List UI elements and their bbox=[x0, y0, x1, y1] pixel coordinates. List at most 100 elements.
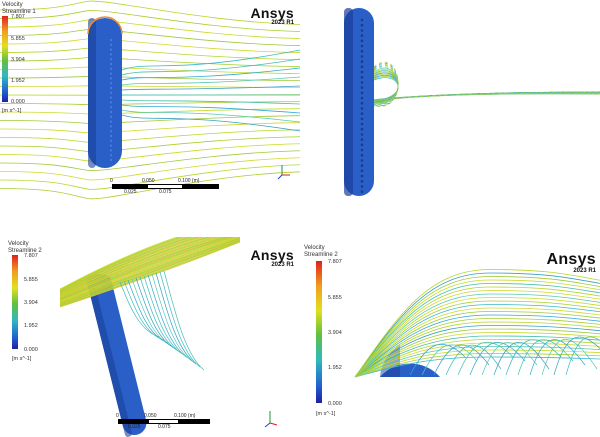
streamline bbox=[354, 283, 600, 378]
streamline bbox=[59, 237, 234, 301]
streamline bbox=[59, 237, 231, 300]
perforation bbox=[109, 115, 113, 118]
perforation bbox=[360, 65, 364, 69]
streamline bbox=[59, 238, 241, 305]
streamline bbox=[368, 69, 600, 104]
streamline bbox=[354, 304, 600, 378]
streamline bbox=[59, 240, 241, 307]
streamline bbox=[0, 0, 300, 25]
streamline bbox=[368, 66, 600, 105]
streamline bbox=[354, 346, 600, 378]
color-bar bbox=[2, 16, 8, 102]
perforation bbox=[109, 43, 113, 46]
streamline bbox=[354, 318, 600, 378]
ansys-logo: Ansys 2023 R1 bbox=[250, 5, 294, 26]
streamline bbox=[481, 342, 538, 376]
streamline bbox=[59, 239, 241, 306]
perforation bbox=[109, 130, 113, 133]
streamline bbox=[354, 349, 600, 378]
streamline bbox=[59, 237, 208, 295]
scale-label: 0.025 bbox=[124, 189, 137, 195]
streamline bbox=[493, 342, 550, 376]
streamline bbox=[0, 38, 300, 53]
streamline bbox=[121, 104, 300, 114]
streamline bbox=[59, 237, 183, 291]
legend-unit: [m s^-1] bbox=[12, 356, 32, 362]
scale-bar: 0 0.050 0.100 (m) 0.025 0.075 bbox=[116, 413, 228, 433]
legend-tick: 3.904 bbox=[24, 300, 38, 306]
streamline bbox=[354, 314, 600, 378]
streamline bbox=[505, 339, 562, 376]
streamline bbox=[354, 321, 600, 378]
cylinder-shade bbox=[344, 8, 353, 196]
perforation bbox=[360, 117, 364, 121]
streamlines bbox=[368, 61, 600, 107]
perforation bbox=[109, 48, 113, 51]
brand-name: Ansys bbox=[250, 5, 294, 21]
perforation bbox=[360, 81, 364, 84]
streamline bbox=[59, 237, 225, 299]
brand-name: Ansys bbox=[546, 251, 596, 268]
streamline bbox=[59, 237, 241, 303]
cylinder-perforations bbox=[109, 38, 113, 162]
cylinder-shade bbox=[88, 18, 96, 168]
streamline bbox=[0, 143, 300, 162]
streamline bbox=[354, 311, 600, 378]
perforation bbox=[360, 138, 364, 141]
brand-name: Ansys bbox=[250, 247, 294, 263]
perforation bbox=[360, 29, 364, 32]
streamline bbox=[354, 279, 600, 378]
streamline bbox=[159, 271, 201, 368]
streamlines bbox=[0, 0, 300, 200]
streamline bbox=[354, 325, 600, 378]
perforation bbox=[360, 49, 364, 53]
legend-tick: 1.952 bbox=[11, 78, 25, 84]
perforation bbox=[360, 174, 364, 178]
streamline bbox=[59, 237, 215, 297]
streamline bbox=[0, 164, 300, 190]
color-bar bbox=[12, 255, 18, 349]
legend-title: Velocity bbox=[2, 2, 23, 8]
panel-side-view bbox=[300, 0, 600, 200]
cylinder-perforations bbox=[360, 18, 364, 193]
perforation bbox=[360, 18, 364, 22]
scale-label: 0 bbox=[110, 178, 113, 184]
streamline bbox=[121, 114, 300, 132]
legend-unit: [m s^-1] bbox=[2, 108, 22, 114]
streamline bbox=[59, 237, 239, 302]
perforation bbox=[360, 55, 364, 58]
scale-label: 0.050 bbox=[144, 413, 157, 419]
legend-tick: 0.000 bbox=[24, 347, 38, 353]
streamline bbox=[433, 344, 490, 376]
streamline-plot-4 bbox=[354, 269, 600, 378]
streamline bbox=[59, 237, 204, 295]
perforation bbox=[109, 106, 113, 109]
perforation bbox=[360, 23, 364, 27]
perforation bbox=[109, 110, 113, 114]
perforation bbox=[360, 133, 364, 136]
streamline bbox=[59, 237, 218, 297]
streamline bbox=[0, 150, 300, 171]
velocity-legend: Velocity Streamline 2 7.807 5.855 3.904 … bbox=[304, 245, 342, 417]
legend-subtitle: Streamline 2 bbox=[304, 251, 338, 258]
streamline bbox=[0, 115, 300, 124]
streamline bbox=[354, 300, 600, 378]
scale-label: 0.100 (m) bbox=[178, 178, 200, 184]
streamline bbox=[368, 62, 600, 107]
streamline bbox=[354, 269, 600, 378]
streamline bbox=[151, 273, 193, 362]
streamlines bbox=[354, 269, 600, 378]
color-bar bbox=[316, 261, 322, 403]
streamline bbox=[59, 237, 241, 304]
legend-tick: 1.952 bbox=[328, 365, 342, 371]
perforation bbox=[360, 143, 364, 147]
streamline bbox=[469, 342, 526, 376]
legend-tick: 0.000 bbox=[328, 401, 342, 407]
perforation bbox=[109, 72, 113, 75]
streamline bbox=[354, 335, 600, 378]
perforation bbox=[360, 122, 364, 126]
streamline bbox=[541, 339, 598, 376]
legend-unit: [m s^-1] bbox=[316, 411, 336, 417]
perforation bbox=[360, 148, 364, 152]
streamline bbox=[131, 278, 173, 347]
